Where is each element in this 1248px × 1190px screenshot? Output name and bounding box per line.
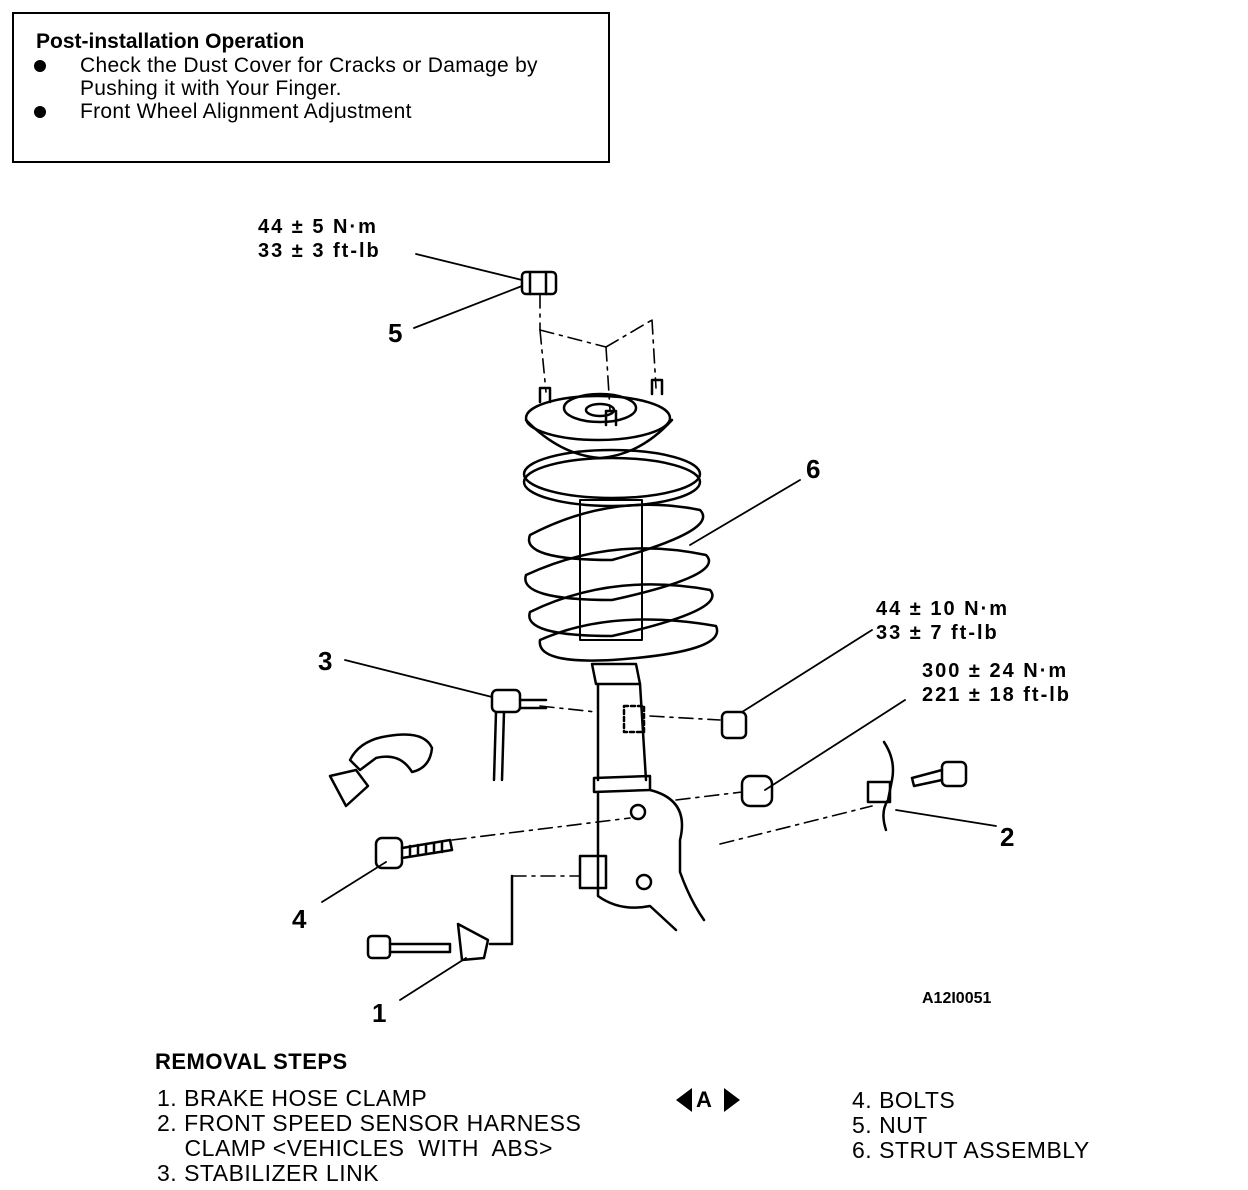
torque-nut-ftlb: 33 ± 3 ft-lb bbox=[258, 240, 381, 262]
service-marker-letter: A bbox=[696, 1087, 712, 1112]
post-installation-item-2: Front Wheel Alignment Adjustment bbox=[80, 100, 412, 123]
bolt-nut bbox=[740, 774, 774, 808]
strut-bolt bbox=[374, 836, 454, 870]
callout-5: 5 bbox=[388, 318, 403, 348]
bullet-icon bbox=[34, 106, 46, 118]
torque-bolt-nut-nm: 300 ± 24 N·m bbox=[922, 660, 1069, 682]
removal-step-2: 2. FRONT SPEED SENSOR HARNESS bbox=[157, 1110, 582, 1136]
coil-spring bbox=[522, 448, 719, 662]
callout-6: 6 bbox=[806, 454, 821, 484]
removal-step-4: 4. BOLTS bbox=[852, 1087, 956, 1113]
removal-step-2-cont: CLAMP <VEHICLES WITH ABS> bbox=[157, 1135, 553, 1161]
torque-bolt-nut-ftlb: 221 ± 18 ft-lb bbox=[922, 684, 1072, 706]
torque-link-nut-nm: 44 ± 10 N·m bbox=[876, 598, 1010, 620]
stabilizer-link bbox=[490, 688, 548, 782]
post-installation-box: Post-installation Operation Check the Du… bbox=[12, 12, 610, 163]
removal-step-5: 5. NUT bbox=[852, 1112, 928, 1138]
strut-top-mount bbox=[524, 378, 674, 460]
callout-3: 3 bbox=[318, 646, 333, 676]
leader-lines bbox=[321, 253, 997, 1001]
post-installation-item-1-line2: Pushing it with Your Finger. bbox=[80, 77, 342, 100]
speed-sensor-clamp bbox=[866, 740, 968, 832]
torque-nut-nm: 44 ± 5 N·m bbox=[258, 216, 378, 238]
strut-body bbox=[578, 662, 706, 932]
removal-steps-title: REMOVAL STEPS bbox=[155, 1049, 348, 1074]
top-nut bbox=[520, 270, 558, 296]
post-installation-item-1-line1: Check the Dust Cover for Cracks or Damag… bbox=[80, 54, 538, 77]
removal-step-3: 3. STABILIZER LINK bbox=[157, 1160, 380, 1186]
callout-2: 2 bbox=[1000, 822, 1015, 852]
removal-step-1: 1. BRAKE HOSE CLAMP bbox=[157, 1085, 428, 1111]
torque-link-nut-ftlb: 33 ± 7 ft-lb bbox=[876, 622, 999, 644]
brake-hose-clamp bbox=[366, 874, 514, 962]
figure-id: A12I0051 bbox=[922, 990, 992, 1007]
removal-step-6: 6. STRUT ASSEMBLY bbox=[852, 1137, 1090, 1163]
service-marker-a: A bbox=[676, 1086, 740, 1114]
link-nut bbox=[720, 710, 748, 740]
callout-4: 4 bbox=[292, 904, 307, 934]
callout-1: 1 bbox=[372, 998, 387, 1028]
alignment-lines bbox=[451, 293, 873, 877]
double-arrow-icon bbox=[676, 1088, 740, 1112]
post-installation-title: Post-installation Operation bbox=[36, 30, 305, 53]
bullet-icon bbox=[34, 60, 46, 72]
brake-hose bbox=[328, 733, 434, 808]
